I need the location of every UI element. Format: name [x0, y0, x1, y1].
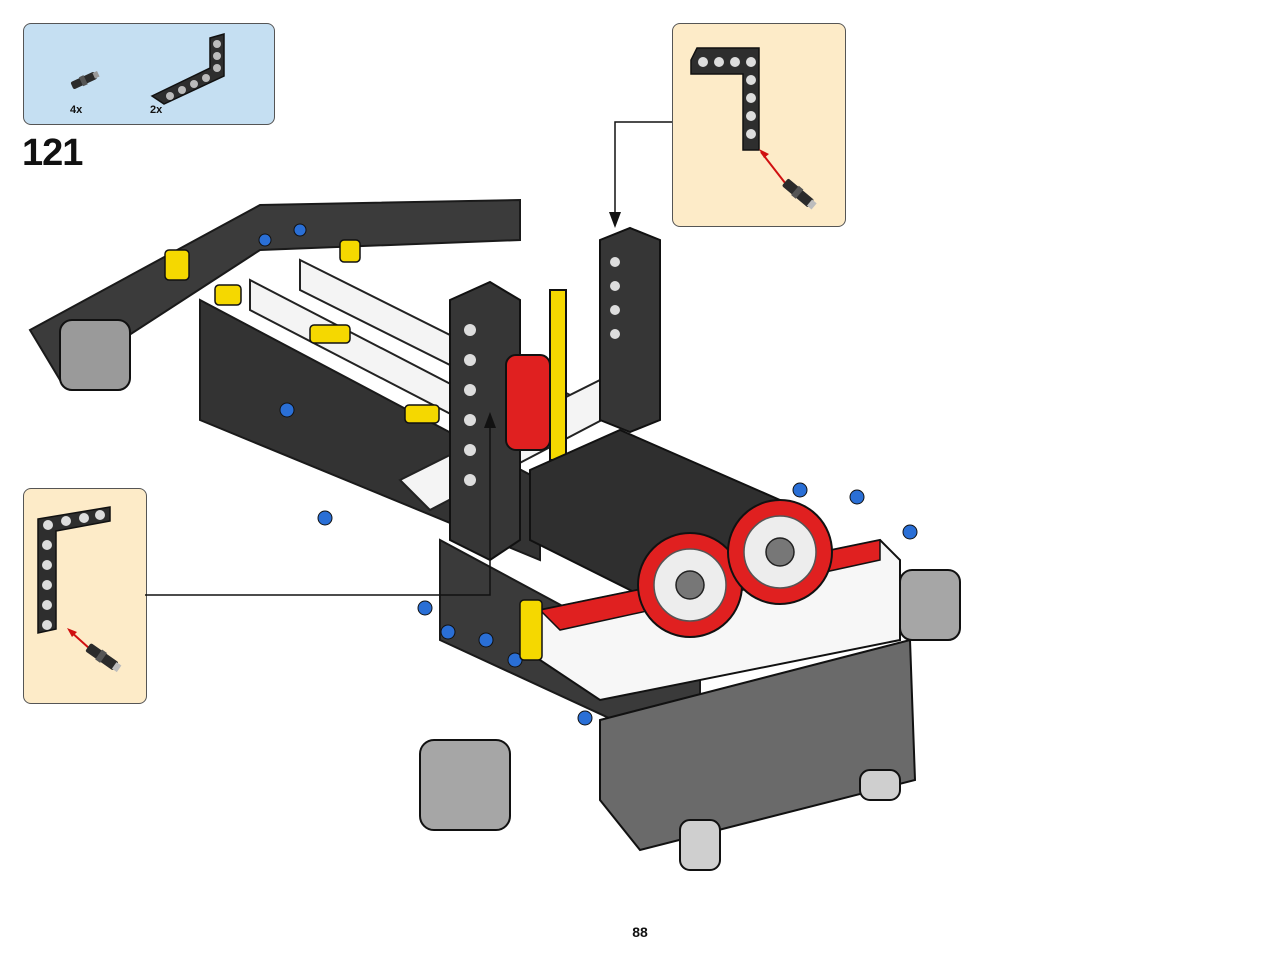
red-shock-absorber — [505, 354, 551, 451]
yellow-axle — [549, 289, 567, 461]
l-beam-icon — [150, 33, 225, 105]
l-beam-assembly-left — [37, 506, 122, 673]
l-beam-icon — [690, 47, 760, 151]
yellow-parts — [164, 239, 543, 661]
arrowhead-left — [484, 412, 496, 428]
l-beam-icon — [37, 506, 111, 634]
parts-list-illustration — [70, 33, 225, 105]
tow-hook — [679, 819, 721, 871]
tow-hook-right — [859, 769, 901, 801]
fan-left — [637, 532, 743, 638]
callout-bottom-left — [23, 488, 147, 704]
step-number: 121 — [22, 132, 83, 174]
callout-top-right — [672, 23, 846, 227]
fan-right — [727, 499, 833, 605]
part-qty-beam: 2x — [150, 104, 163, 116]
front-bumper — [599, 638, 917, 852]
l-beam-assembly-right — [690, 47, 817, 210]
front-axle-housing — [419, 739, 511, 831]
upright-beam-center — [449, 280, 521, 562]
upright-beam-right — [599, 226, 661, 434]
placement-arrow-right — [614, 121, 672, 222]
page-number: 88 — [632, 924, 648, 940]
part-qty-pin: 4x — [70, 104, 83, 116]
arrowhead-right — [609, 212, 621, 228]
connector-pin-icon — [782, 178, 817, 210]
connector-pin-icon — [85, 643, 122, 673]
rear-axle-housing — [59, 319, 131, 391]
right-axle-housing — [899, 569, 961, 641]
parts-list-box: 4x 2x — [23, 23, 275, 125]
blue-pins — [258, 223, 918, 726]
placement-arrow-left — [145, 418, 491, 596]
connector-pin-icon — [70, 71, 100, 89]
